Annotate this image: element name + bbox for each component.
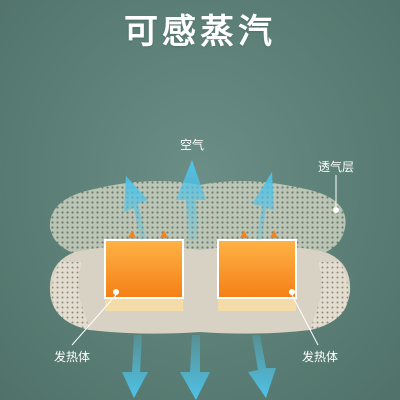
steam-up-arrows (124, 160, 274, 240)
base-pad-dotted-edge (51, 262, 90, 330)
breathable-layer-label: 透气层 (318, 160, 355, 174)
air-label: 空气 (180, 138, 205, 152)
steam-down-arrows (122, 335, 276, 400)
heater-left (71, 239, 184, 346)
heater-right-label: 发热体 (302, 350, 339, 364)
heater-left-label: 发热体 (54, 350, 91, 364)
base-pad-dotted-edge-right (310, 262, 349, 330)
layer-pointer (333, 175, 339, 213)
heater-right (217, 239, 319, 346)
heat-small-arrows (128, 230, 278, 238)
page-title: 可感蒸汽 (124, 12, 276, 52)
